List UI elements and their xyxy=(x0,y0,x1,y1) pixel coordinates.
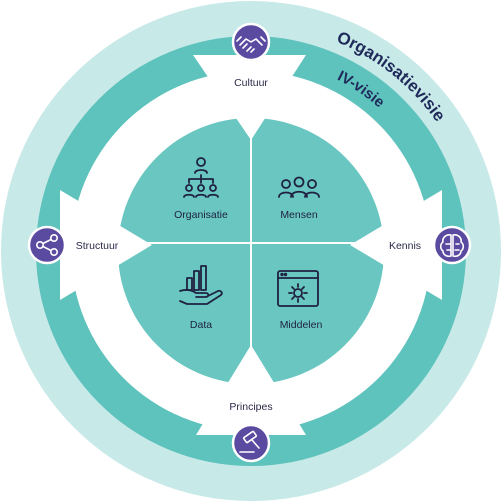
quadrant-middelen-label: Middelen xyxy=(280,319,323,331)
people-icon xyxy=(278,176,320,198)
hand-chart-icon xyxy=(179,265,223,305)
pointer-bottom-label: Principes xyxy=(229,401,272,413)
quadrant-data-label: Data xyxy=(190,319,212,331)
pointer-right xyxy=(350,190,442,300)
share-nodes-icon xyxy=(35,234,58,257)
quadrant-organisatie-label: Organisatie xyxy=(174,209,228,221)
pointer-top-label: Cultuur xyxy=(234,77,268,89)
brain-icon xyxy=(439,234,465,258)
pointer-right-label: Kennis xyxy=(389,240,421,252)
pointer-top xyxy=(193,55,306,140)
pointer-left-label: Structuur xyxy=(76,240,119,252)
handshake-icon xyxy=(236,36,266,53)
gavel-icon xyxy=(239,430,260,453)
badge-top xyxy=(231,22,271,62)
badge-left xyxy=(27,225,67,265)
badge-bottom xyxy=(231,423,271,463)
pointer-left xyxy=(60,190,152,300)
window-gear-icon xyxy=(277,270,319,307)
pointer-bottom xyxy=(196,345,306,435)
quadrant-mensen-label: Mensen xyxy=(280,209,318,221)
badge-right xyxy=(432,225,472,265)
org-chart-icon xyxy=(183,157,219,198)
